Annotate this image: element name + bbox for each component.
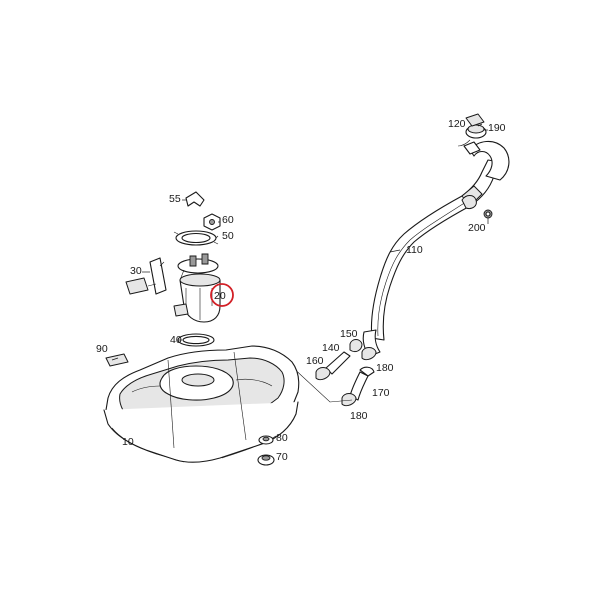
label-part-160: 160 <box>306 355 324 367</box>
label-part-170: 170 <box>372 387 390 399</box>
label-part-90: 90 <box>96 343 108 355</box>
level-sender-30 <box>125 257 167 295</box>
label-part-200: 200 <box>468 222 486 234</box>
label-part-150: 150 <box>340 328 358 340</box>
label-part-80: 80 <box>276 432 288 444</box>
seal-ring-40 <box>177 333 215 347</box>
part-20-highlight <box>210 283 234 307</box>
label-part-10: 10 <box>122 436 134 448</box>
nut-60 <box>203 213 221 231</box>
label-part-180-upper: 180 <box>376 362 394 374</box>
bracket-55 <box>185 191 205 207</box>
vent-hose-assembly <box>275 339 377 407</box>
label-part-50: 50 <box>222 230 234 242</box>
label-part-190: 190 <box>488 122 506 134</box>
label-part-20: 20 <box>214 290 226 302</box>
label-part-30: 30 <box>130 265 142 277</box>
lock-ring-50 <box>173 230 219 246</box>
label-part-140: 140 <box>322 342 340 354</box>
pad-90 <box>105 353 129 367</box>
nut-70 <box>257 454 275 466</box>
fuel-pump-module <box>173 253 221 323</box>
label-part-120: 120 <box>448 118 466 130</box>
label-part-60: 60 <box>222 214 234 226</box>
nut-80 <box>258 435 274 445</box>
fuel-tank <box>103 345 300 463</box>
label-part-110: 110 <box>406 244 423 256</box>
leader-lines <box>111 123 489 361</box>
bolt-200 <box>483 209 493 219</box>
label-part-70: 70 <box>276 451 288 463</box>
label-part-180-lower: 180 <box>350 410 368 422</box>
cap-retainer <box>465 113 485 127</box>
label-part-55: 55 <box>169 193 181 205</box>
filler-neck-pipe <box>362 140 510 357</box>
label-part-40: 40 <box>170 334 182 346</box>
